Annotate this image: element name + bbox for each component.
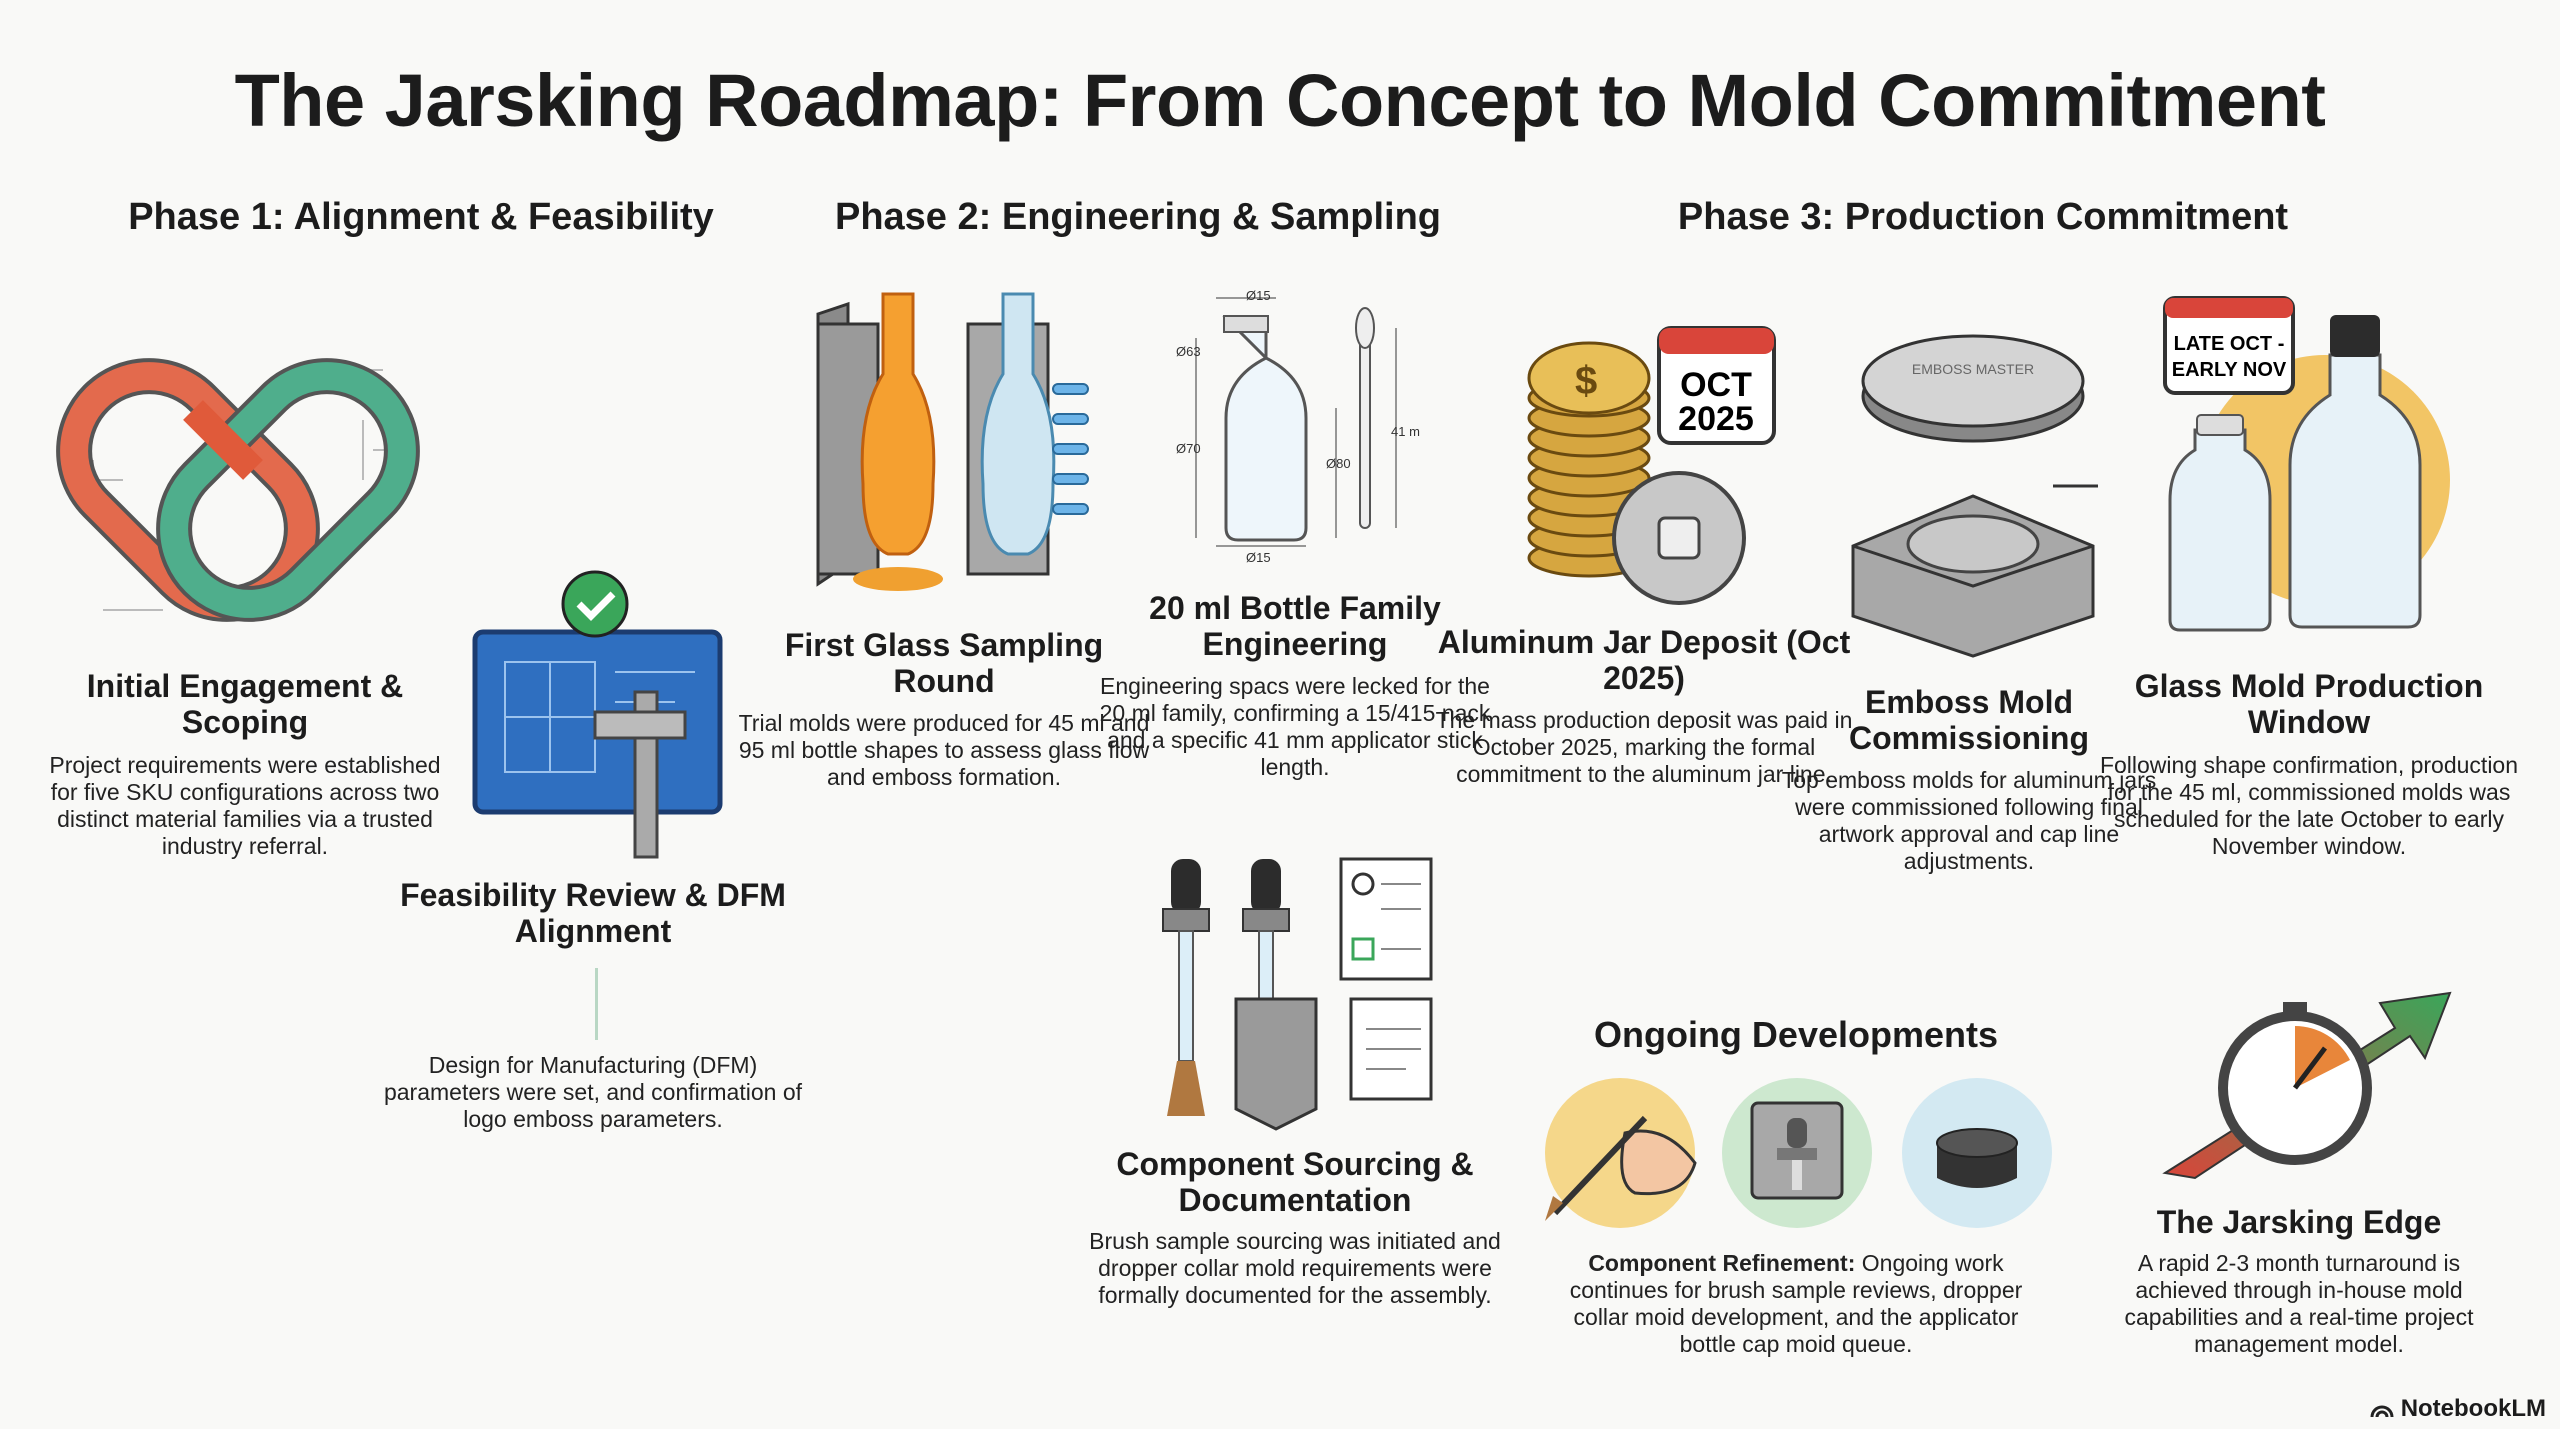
jarsking-edge-title: The Jarsking Edge bbox=[2156, 1204, 2442, 1240]
bottle-cap-icon bbox=[1902, 1078, 2052, 1228]
initial-engagement-title: Initial Engagement & Scoping bbox=[86, 668, 404, 740]
aluminum-deposit-title: Aluminum Jar Deposit (Oct 2025) bbox=[1437, 624, 1851, 696]
bottle20-title: 20 ml Bottle Family Engineering bbox=[1149, 590, 1441, 662]
blueprint-caliper-icon bbox=[472, 570, 723, 859]
feasibility-title: Feasibility Review & DFM Alignment bbox=[400, 877, 786, 949]
dim-neck: Ø63 bbox=[1176, 344, 1201, 359]
first-glass-title: First Glass Sampling Round bbox=[784, 627, 1104, 699]
calendar-year: 2025 bbox=[1678, 400, 1754, 438]
dim-height: Ø80 bbox=[1326, 456, 1351, 471]
dim-top: Ø15 bbox=[1246, 288, 1271, 303]
emboss-mold-icon: EMBOSS MASTER bbox=[1851, 334, 2098, 658]
component-sourcing-desc: Brush sample sourcing was initiated and … bbox=[1089, 1228, 1501, 1308]
notebooklm-icon bbox=[2370, 1405, 2394, 1418]
aluminum-deposit-desc: The mass production deposit was paid in … bbox=[1435, 707, 1853, 787]
ongoing-text: Ongoing work continues for brush sample … bbox=[1569, 1250, 2023, 1357]
bottle-drawing-icon: Ø15 Ø63 Ø70 Ø80 Ø15 41 m bbox=[1176, 288, 1420, 565]
phase-1-heading: Phase 1: Alignment & Feasibility bbox=[128, 196, 714, 238]
connector-line bbox=[595, 968, 598, 1040]
dollar-icon: $ bbox=[1575, 359, 1597, 403]
calendar-month: OCT bbox=[1680, 366, 1752, 404]
interlocking-links-icon bbox=[56, 358, 420, 622]
calendar-line-2: EARLY NOV bbox=[2172, 359, 2287, 381]
phase-3-heading: Phase 3: Production Commitment bbox=[1677, 196, 2289, 238]
emboss-mold-title: Emboss Mold Commissioning bbox=[1848, 684, 2089, 756]
glass-mold-icon bbox=[816, 292, 1089, 591]
coins-calendar-icon: $ OCT 2025 bbox=[1527, 326, 1776, 605]
stopwatch-arrow-icon bbox=[2162, 991, 2452, 1180]
brush-hand-icon bbox=[1545, 1078, 1697, 1228]
dropper-documents-icon bbox=[1162, 857, 1433, 1131]
initial-engagement-desc: Project requirements were established fo… bbox=[49, 752, 441, 859]
bottle20-desc: Engineering spacs were lecked for the 20… bbox=[1099, 673, 1491, 780]
jarsking-edge-desc: A rapid 2-3 month turnaround is achieved… bbox=[2124, 1250, 2474, 1357]
page-title: The Jarsking Roadmap: From Concept to Mo… bbox=[234, 59, 2326, 142]
lid-emboss-text: EMBOSS MASTER bbox=[1912, 361, 2034, 377]
calendar-line-1: LATE OCT - bbox=[2174, 333, 2285, 355]
glass-bottles-calendar-icon: LATE OCT - EARLY NOV bbox=[2163, 296, 2450, 632]
phase-2-heading: Phase 2: Engineering & Sampling bbox=[834, 196, 1441, 238]
first-glass-desc: Trial molds were produced for 45 ml and … bbox=[738, 710, 1150, 790]
dim-stick: 41 m bbox=[1391, 424, 1420, 439]
dim-body: Ø70 bbox=[1176, 441, 1201, 456]
glass-mold-desc: Following shape confirmation, production… bbox=[2099, 752, 2519, 859]
ongoing-desc: Component Refinement: Ongoing work conti… bbox=[1546, 1250, 2046, 1358]
ongoing-heading: Ongoing Developments bbox=[1593, 1014, 1999, 1055]
notebooklm-logo: NotebookLM bbox=[2369, 1395, 2546, 1423]
dim-bottom: Ø15 bbox=[1246, 550, 1271, 565]
ongoing-lead: Component Refinement: bbox=[1588, 1250, 1856, 1276]
dropper-mold-icon bbox=[1722, 1078, 1872, 1228]
glass-mold-title: Glass Mold Production Window bbox=[2134, 668, 2484, 740]
emboss-mold-desc: Top emboss molds for aluminum jars were … bbox=[1781, 767, 2157, 874]
component-sourcing-title: Component Sourcing & Documentation bbox=[1116, 1146, 1474, 1218]
brand-label: NotebookLM bbox=[2400, 1395, 2546, 1422]
feasibility-desc: Design for Manufacturing (DFM) parameter… bbox=[383, 1052, 803, 1132]
